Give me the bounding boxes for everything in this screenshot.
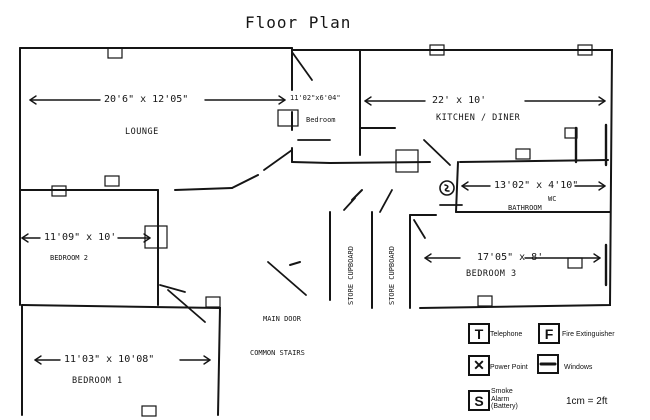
store-cupboard-right-label: STORE CUPBOARD: [388, 245, 396, 305]
legend-windows-label: Windows: [564, 364, 593, 371]
plan-title: Floor Plan: [245, 13, 352, 32]
legend-fire-extinguisher-label: Fire Extinguisher: [562, 331, 615, 338]
outer-walls: [19, 47, 614, 416]
legend-window-symbol: [537, 354, 559, 374]
smoke-alarm-symbol: [439, 180, 455, 196]
legend-telephone-symbol: T: [468, 323, 490, 344]
bathroom-label: BATHROOM: [508, 204, 542, 212]
windows: [574, 123, 608, 287]
kitchen-label: KITCHEN / DINER: [436, 113, 521, 123]
store-cupboard-left-label: STORE CUPBOARD: [347, 245, 355, 305]
bedroom3-dimensions: 17'05" x 8': [477, 252, 544, 263]
lounge-label: LOUNGE: [125, 127, 159, 137]
bedroom1-label: BEDROOM 1: [72, 376, 123, 386]
dimension-arrows: [21, 95, 606, 365]
bedroom2-dimensions: 11'09" x 10': [44, 232, 117, 243]
wc-label: WC: [548, 195, 557, 203]
bedroom1-dimensions: 11'03" x 10'08": [64, 354, 155, 365]
legend-smoke-alarm-symbol: S: [468, 390, 490, 411]
bedroom2-label: BEDROOM 2: [50, 254, 88, 262]
small-bedroom-dimensions: 11'02"x6'04": [290, 94, 341, 102]
power-points: [51, 44, 593, 417]
common-stairs-label: COMMON STAIRS: [250, 349, 305, 357]
main-door-label: MAIN DOOR: [263, 315, 301, 323]
interior-walls: [19, 49, 611, 309]
bedroom3-label: BEDROOM 3: [466, 269, 517, 279]
legend-fire-extinguisher-symbol: F: [538, 323, 560, 344]
lounge-dimensions: 20'6" x 12'05": [104, 94, 189, 105]
legend-power-point-symbol: ✕: [468, 355, 490, 376]
legend-smoke-alarm-label: Smoke Alarm (Battery): [491, 388, 518, 411]
door-swings: [159, 51, 463, 323]
legend-power-point-label: Power Point: [490, 364, 528, 371]
scale-label: 1cm = 2ft: [566, 396, 608, 407]
legend-telephone-label: Telephone: [490, 331, 523, 338]
kitchen-dimensions: 22' x 10': [432, 95, 487, 106]
wc-dimensions: 13'02" x 4'10": [494, 180, 579, 191]
small-bedroom-label: Bedroom: [306, 116, 336, 124]
